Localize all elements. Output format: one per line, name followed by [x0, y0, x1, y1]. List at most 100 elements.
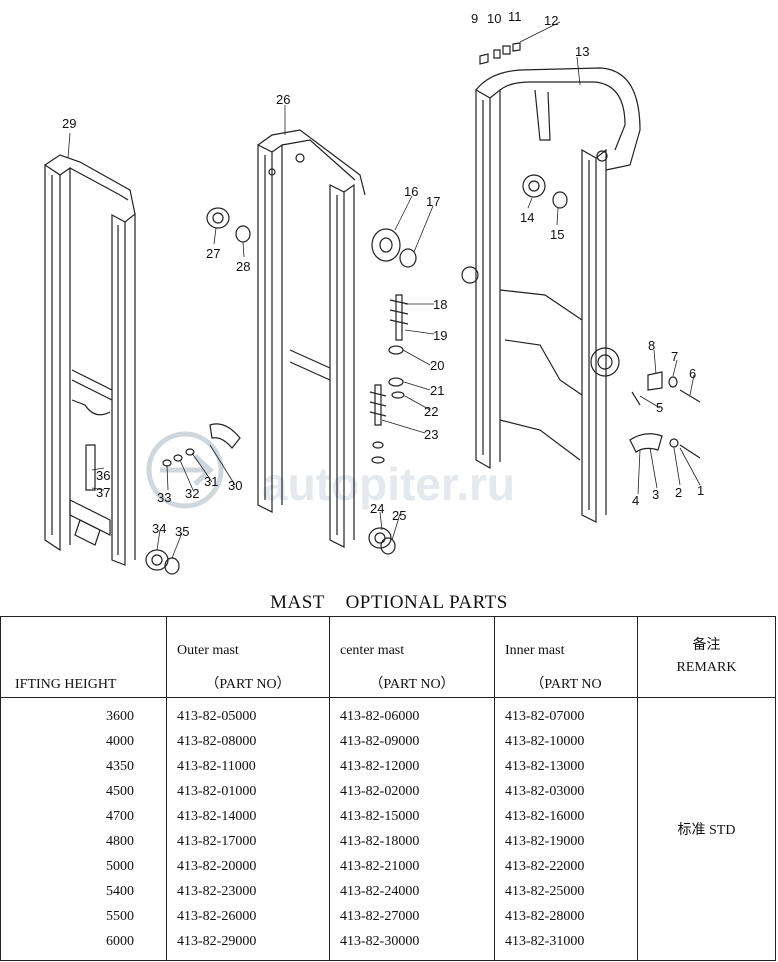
callout-26: 26	[276, 92, 290, 107]
table-cell: 5000	[106, 859, 134, 874]
header-remark: 备注 REMARK	[637, 616, 776, 698]
center-mast-drawing	[257, 129, 366, 548]
header-center-mast: center mast （PART NO）	[329, 616, 495, 698]
table-cell: 413-82-07000	[505, 709, 585, 724]
callout-10: 10	[487, 11, 501, 26]
callout-17: 17	[426, 194, 440, 209]
table-cell: 5500	[106, 909, 134, 924]
remark-cell: 标准 STD	[637, 697, 776, 961]
table-cell: 413-82-15000	[340, 809, 420, 824]
header-outer-mast: Outer mast （PART NO）	[166, 616, 330, 698]
outer-mast-drawing	[44, 154, 136, 566]
table-cell: 413-82-18000	[340, 834, 420, 849]
callout-20: 20	[430, 358, 444, 373]
callout-29: 29	[62, 116, 76, 131]
table-cell: 413-82-11000	[177, 759, 256, 774]
watermark-text: autopiter.ru	[262, 458, 515, 510]
callout-22: 22	[424, 404, 438, 419]
table-cell: 4800	[106, 834, 134, 849]
header-remark-cn: 备注	[692, 638, 721, 653]
callout-12: 12	[544, 13, 558, 28]
callout-13: 13	[575, 44, 589, 59]
callout-14: 14	[520, 210, 534, 225]
table-cell: 413-82-24000	[340, 884, 420, 899]
mast-optional-parts-table: IFTING HEIGHT Outer mast （PART NO） cente…	[0, 616, 776, 961]
callout-19: 19	[433, 328, 447, 343]
leader-lines	[67, 21, 701, 559]
table-cell: 413-82-14000	[177, 809, 257, 824]
table-cell: 413-82-27000	[340, 909, 420, 924]
table-cell: 4350	[106, 759, 134, 774]
table-body-row: 3600 4000 4350 4500 4700 4800 5000 5400 …	[0, 697, 776, 961]
table-cell: 413-82-23000	[177, 884, 257, 899]
table-cell: 413-82-20000	[177, 859, 257, 874]
header-inner-part-no: （PART NO	[530, 677, 602, 692]
callout-4: 4	[632, 493, 639, 508]
table-cell: 5400	[106, 884, 134, 899]
callout-16: 16	[404, 184, 418, 199]
header-lifting-height: IFTING HEIGHT	[0, 616, 167, 698]
watermark-logo-icon	[146, 431, 224, 509]
callout-1: 1	[697, 483, 704, 498]
callout-34: 34	[152, 521, 166, 536]
header-inner-mast-label: Inner mast	[505, 643, 565, 658]
table-cell: 413-82-28000	[505, 909, 585, 924]
table-header-row: IFTING HEIGHT Outer mast （PART NO） cente…	[0, 616, 776, 698]
callout-18: 18	[433, 297, 447, 312]
exploded-parts-diagram: autopiter.ru	[44, 9, 704, 575]
callout-35: 35	[175, 524, 189, 539]
callout-6: 6	[689, 366, 696, 381]
callout-9: 9	[471, 11, 478, 26]
table-cell: 6000	[106, 934, 134, 949]
header-inner-mast: Inner mast （PART NO	[494, 616, 638, 698]
header-outer-part-no: （PART NO）	[205, 677, 291, 692]
callout-15: 15	[550, 227, 564, 242]
table-cell: 413-82-26000	[177, 909, 257, 924]
inner-mast-drawing	[461, 67, 641, 523]
table-cell: 413-82-22000	[505, 859, 585, 874]
table-cell: 413-82-17000	[177, 834, 257, 849]
callout-21: 21	[430, 383, 444, 398]
table-cell: 413-82-03000	[505, 784, 585, 799]
table-cell: 413-82-12000	[340, 759, 420, 774]
small-parts-drawing	[85, 42, 701, 575]
table-cell: 413-82-05000	[177, 709, 257, 724]
outer-mast-column: 413-82-05000 413-82-08000 413-82-11000 4…	[166, 697, 330, 961]
callout-30: 30	[228, 478, 242, 493]
table-cell: 4500	[106, 784, 134, 799]
table-cell: 413-82-09000	[340, 734, 420, 749]
callout-3: 3	[652, 487, 659, 502]
callout-32: 32	[185, 486, 199, 501]
table-cell: 4000	[106, 734, 134, 749]
table-title: MAST OPTIONAL PARTS	[270, 592, 508, 613]
center-mast-column: 413-82-06000 413-82-09000 413-82-12000 4…	[329, 697, 495, 961]
callout-2: 2	[675, 485, 682, 500]
table-cell: 413-82-19000	[505, 834, 585, 849]
table-cell: 413-82-06000	[340, 709, 420, 724]
inner-mast-column: 413-82-07000 413-82-10000 413-82-13000 4…	[494, 697, 638, 961]
callout-37: 37	[96, 485, 110, 500]
header-outer-mast-label: Outer mast	[177, 643, 239, 658]
table-cell: 413-82-02000	[340, 784, 420, 799]
table-cell: 413-82-13000	[505, 759, 585, 774]
callout-8: 8	[648, 338, 655, 353]
callout-23: 23	[424, 427, 438, 442]
table-cell: 413-82-01000	[177, 784, 257, 799]
callout-31: 31	[204, 474, 218, 489]
callout-25: 25	[392, 508, 406, 523]
callout-11: 11	[508, 9, 522, 24]
table-cell: 413-82-08000	[177, 734, 257, 749]
table-cell: 4700	[106, 809, 134, 824]
table-cell: 413-82-31000	[505, 934, 585, 949]
header-center-part-no: （PART NO）	[369, 677, 455, 692]
callout-33: 33	[157, 490, 171, 505]
table-cell: 413-82-16000	[505, 809, 585, 824]
callout-24: 24	[370, 501, 384, 516]
lifting-height-column: 3600 4000 4350 4500 4700 4800 5000 5400 …	[0, 697, 167, 961]
watermark-arrow-icon	[160, 454, 214, 486]
callout-28: 28	[236, 259, 250, 274]
header-remark-en: REMARK	[676, 660, 737, 675]
table-cell: 413-82-25000	[505, 884, 585, 899]
callout-27: 27	[206, 246, 220, 261]
callout-36: 36	[96, 468, 110, 483]
